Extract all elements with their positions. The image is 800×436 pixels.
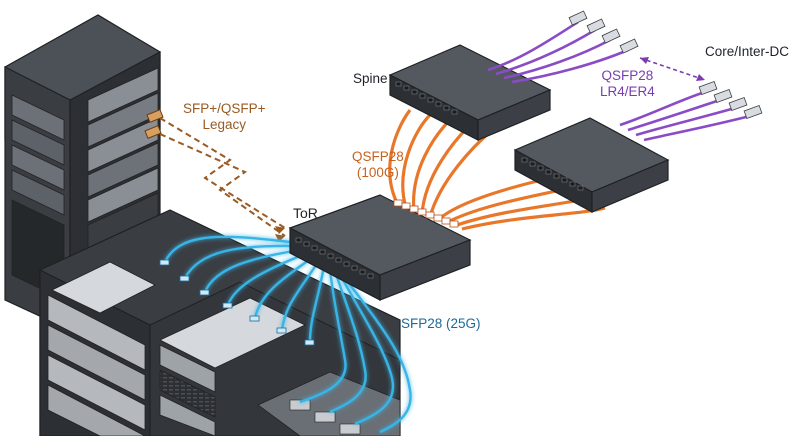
lr4-er4-label: QSFP28 LR4/ER4 [600,68,655,99]
legacy-label: SFP+/QSFP+ Legacy [183,101,266,132]
lr4-er4-cables [487,20,751,142]
sfp28-connectors [159,259,315,346]
qsfp28-label-line1: QSFP28 [352,149,404,164]
qsfp28-label-line2: (100G) [356,164,399,180]
sfp28-cables [163,235,412,434]
qsfp28-connectors [393,199,459,228]
core-inter-dc-label: Core/Inter-DC [705,44,790,59]
lr4-er4-label-line1: QSFP28 [601,68,654,83]
lr4-er4-label-line2: LR4/ER4 [600,83,655,99]
inter-dc-link [639,57,706,81]
legacy-transceiver-2 [144,125,162,139]
sfp28-label: SFP28 (25G) [401,316,481,331]
server-racks-bottom [39,209,401,436]
server-chassis [47,261,156,436]
qsfp28-label: QSFP28 (100G) [352,149,404,180]
tor-label: ToR [293,205,318,221]
legacy-transceiver-1 [146,109,164,123]
spine-switch-1 [388,44,552,141]
tor-ports [295,237,374,279]
legacy-label-line1: SFP+/QSFP+ [183,101,266,116]
lr4-er4-transceivers [568,10,763,120]
legacy-label-line2: Legacy [202,116,247,132]
spine-switch-2 [513,117,670,214]
legacy-links [159,117,286,242]
spine-label: Spine [353,71,388,86]
tor-switch [288,194,472,301]
